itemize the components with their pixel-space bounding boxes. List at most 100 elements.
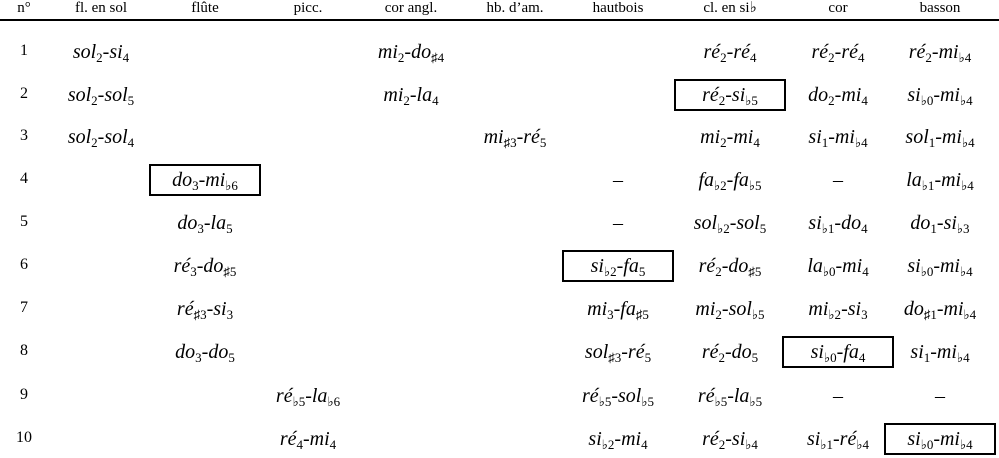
range-cell: fa♭2-fa♭5 (674, 164, 786, 196)
octave-subscript: 2 (715, 307, 722, 322)
octave-subscript: ♭2 (717, 221, 730, 236)
note-name: -sol (97, 126, 128, 148)
note-name: si (808, 126, 822, 148)
range-cell: ré2-ré4 (674, 36, 786, 68)
note-name: ré (279, 428, 297, 450)
octave-subscript: ♭5 (714, 394, 728, 409)
note-name: ré (176, 298, 194, 320)
note-name: sol (67, 126, 92, 148)
range-cell: ré♯3-si3 (153, 293, 257, 325)
note-name: si (588, 428, 602, 450)
note-name: ré (582, 385, 599, 407)
note-name: -fa (616, 255, 639, 277)
note-name: -mi (934, 169, 962, 191)
row-number: 10 (16, 429, 32, 446)
octave-subscript: 3 (197, 221, 204, 236)
range-cell: ré2-si♭4 (674, 423, 786, 455)
note-name: -si (102, 41, 123, 63)
range-cell: la♭1-mi♭4 (884, 164, 996, 196)
octave-subscript: ♭4 (960, 264, 973, 279)
column-header: fl. en sol (74, 0, 128, 16)
note-name: la (807, 255, 823, 277)
octave-subscript: 2 (91, 135, 98, 150)
note-name: ré (173, 255, 191, 277)
range-cell: – (884, 380, 996, 412)
range-cell: ré3-do♯5 (153, 250, 257, 282)
note-name: – (833, 169, 843, 191)
note-name: -mi (935, 126, 962, 148)
range-cell: ré4-mi4 (256, 423, 360, 455)
note-name: -do (721, 255, 749, 277)
octave-subscript: ♭5 (641, 394, 654, 409)
note-name: sol (72, 41, 97, 63)
octave-subscript: ♭6 (225, 178, 238, 193)
octave-subscript: 2 (96, 50, 103, 65)
octave-subscript: ♯3 (503, 135, 517, 150)
range-cell-highlighted: do3-mi♭6 (149, 164, 261, 196)
range-cell: si♭1-ré♭4 (786, 423, 890, 455)
note-name: – (935, 385, 945, 407)
note-name: -si (841, 298, 862, 320)
octave-subscript: 2 (718, 93, 726, 108)
octave-subscript: 2 (718, 437, 726, 452)
octave-subscript: 4 (750, 50, 757, 65)
range-cell: ré2-do♯5 (674, 250, 786, 282)
note-name: -sol (611, 385, 642, 407)
octave-subscript: ♭5 (751, 307, 765, 322)
row-number: 1 (20, 42, 28, 59)
octave-subscript: 4 (432, 93, 439, 108)
octave-subscript: ♯1 (923, 307, 937, 322)
range-cell: sol♯3-ré5 (562, 336, 674, 368)
note-name: sol (905, 126, 929, 148)
octave-subscript: 1 (821, 135, 829, 150)
octave-subscript: ♭5 (598, 394, 612, 409)
octave-subscript: ♭0 (920, 437, 934, 452)
octave-subscript: ♭0 (920, 264, 934, 279)
note-name: -la (409, 84, 433, 106)
row-number: 8 (20, 342, 28, 359)
note-name: ré (701, 341, 719, 363)
octave-subscript: ♭4 (854, 135, 868, 150)
column-header: cor (828, 0, 848, 16)
row-number: 4 (20, 170, 28, 187)
column-header: flûte (191, 0, 219, 16)
column-header: n° (17, 0, 31, 16)
note-name: -fa (726, 169, 749, 191)
note-name: ré (697, 385, 715, 407)
range-cell: si1-mi♭4 (884, 336, 996, 368)
range-cell: ré2-ré4 (786, 36, 890, 68)
column-header: hautbois (592, 0, 644, 16)
octave-subscript: 4 (861, 93, 868, 108)
range-cell-highlighted: si♭0-fa4 (782, 336, 894, 368)
note-name: ré (908, 41, 926, 63)
range-cell: – (786, 164, 890, 196)
range-cell-highlighted: si♭0-mi♭4 (884, 423, 996, 455)
note-name: do (175, 341, 196, 363)
note-name: – (833, 385, 843, 407)
note-name: -si (725, 428, 746, 450)
note-name: si (907, 428, 921, 450)
octave-subscript: ♭5 (292, 394, 306, 409)
octave-subscript: 4 (127, 135, 135, 150)
note-name: si (807, 428, 821, 450)
range-cell: la♭0-mi4 (786, 250, 890, 282)
note-name: -mi (933, 84, 960, 106)
note-name: si (590, 255, 604, 277)
range-cell: si1-mi♭4 (786, 121, 890, 153)
octave-subscript: ♯3 (608, 350, 622, 365)
note-name: mi (700, 126, 721, 148)
note-name: -mi (303, 428, 330, 450)
octave-subscript: 4 (122, 50, 130, 65)
note-name: sol (584, 341, 609, 363)
note-name: -ré (726, 41, 750, 63)
octave-subscript: ♭5 (749, 394, 763, 409)
octave-subscript: 4 (329, 437, 337, 452)
range-cell: ré2-do5 (674, 336, 786, 368)
octave-subscript: ♭1 (820, 437, 833, 452)
octave-subscript: ♭2 (828, 307, 842, 322)
range-cell-highlighted: ré2-si♭5 (674, 79, 786, 111)
octave-subscript: ♭0 (822, 264, 836, 279)
octave-subscript: ♭4 (960, 93, 973, 108)
range-cell: sol2-si4 (46, 36, 156, 68)
